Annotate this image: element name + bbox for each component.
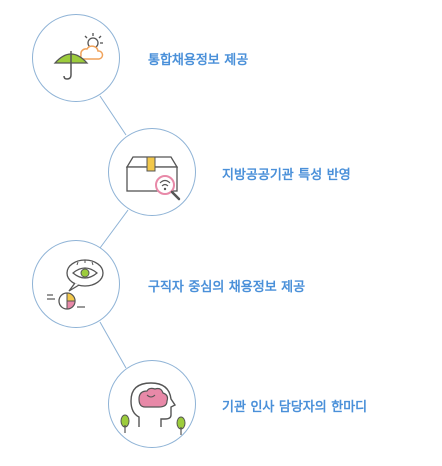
feature-label-local-characteristics[interactable]: 지방공공기관 특성 반영 — [222, 168, 351, 183]
feature-circle-integrated-info[interactable] — [32, 14, 120, 102]
feature-label-hr-message[interactable]: 기관 인사 담당자의 한마디 — [222, 400, 368, 415]
head-brain-icon — [120, 382, 186, 435]
eye-speech-bubble-icon — [47, 259, 104, 310]
feature-label-jobseeker-centered[interactable]: 구직자 중심의 채용정보 제공 — [148, 280, 306, 295]
connector-line-2 — [99, 209, 129, 249]
connector-line-1 — [99, 95, 127, 136]
feature-circle-jobseeker-centered[interactable] — [32, 240, 120, 328]
feature-label-integrated-info[interactable]: 통합채용정보 제공 — [148, 53, 249, 68]
feature-circle-local-characteristics[interactable] — [108, 128, 196, 216]
connector-line-3 — [99, 321, 127, 369]
box-magnifier-icon — [125, 156, 181, 201]
feature-circle-hr-message[interactable] — [108, 360, 196, 448]
umbrella-weather-icon — [53, 33, 104, 80]
